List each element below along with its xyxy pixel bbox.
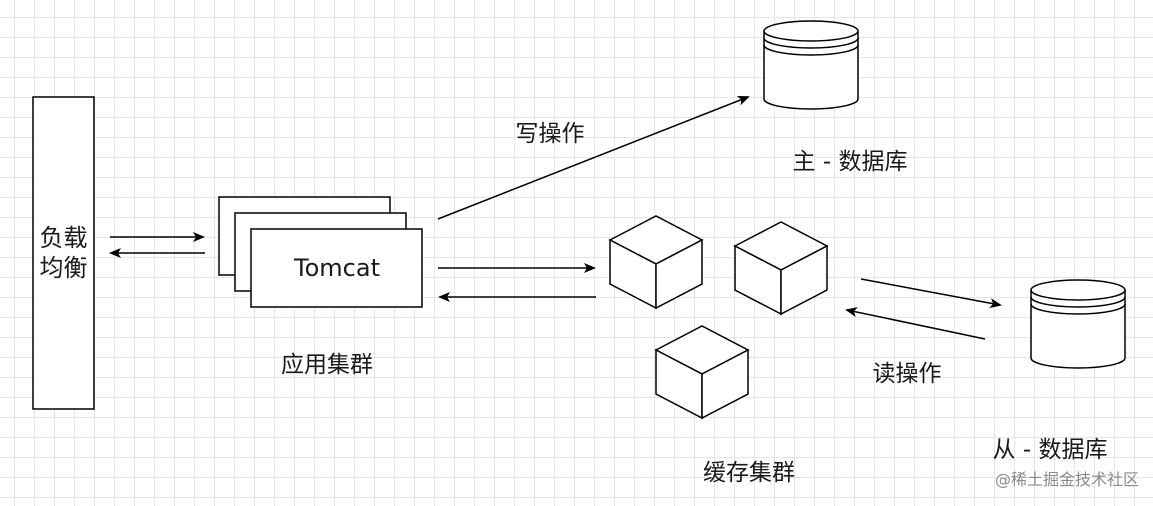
cache-to-slave-db-arrow (860, 278, 1002, 309)
master-db-node: 主 - 数据库 (763, 20, 908, 175)
read-op-label: 读操作 (873, 361, 942, 387)
app-cluster-label: 应用集群 (281, 352, 373, 378)
cache-cube-1 (608, 215, 704, 310)
slave-db-to-cache-arrow (845, 307, 986, 340)
watermark: @稀土掘金技术社区 (994, 470, 1139, 489)
load-balancer-label-line1: 负载 (40, 224, 88, 252)
tomcat-page-front (250, 228, 423, 308)
slave-db-label: 从 - 数据库 (993, 437, 1108, 463)
app-cluster-node: Tomcat (218, 196, 423, 308)
master-db-label: 主 - 数据库 (793, 149, 908, 175)
write-op-arrow (437, 96, 750, 220)
cache-cluster-label: 缓存集群 (703, 460, 795, 486)
cache-cube-2 (733, 221, 829, 316)
write-op-label: 写操作 (516, 121, 585, 147)
tomcat-label: Tomcat (293, 254, 380, 282)
slave-db-node: 从 - 数据库 (993, 279, 1126, 463)
cache-cube-3 (654, 325, 750, 420)
load-balancer-node: 负载 均衡 (32, 96, 95, 410)
load-balancer-label-line2: 均衡 (40, 254, 88, 282)
